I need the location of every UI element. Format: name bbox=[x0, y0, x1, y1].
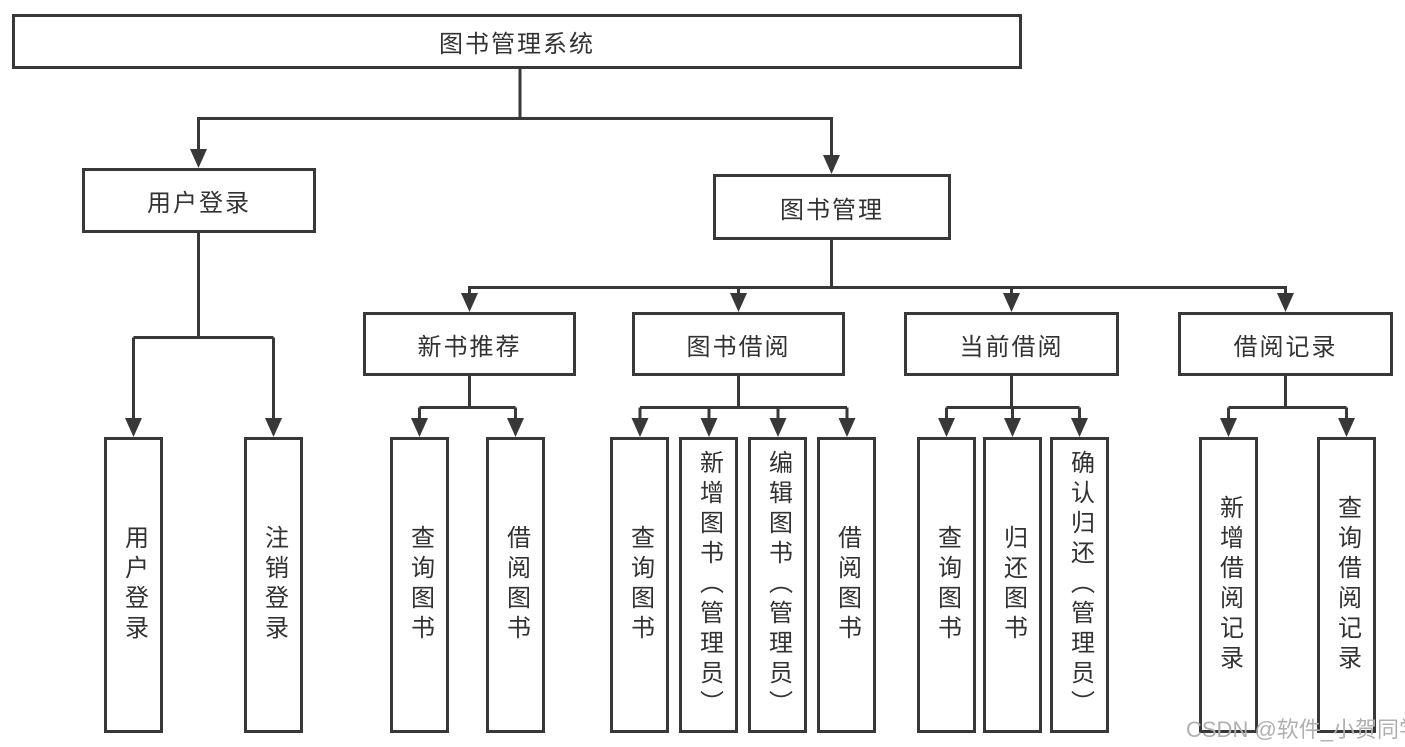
connector-user-login-subtree bbox=[125, 233, 282, 437]
leaf-query-books-1-label: 查询图书 bbox=[406, 525, 434, 645]
node-user-login-label: 用户登录 bbox=[147, 190, 251, 217]
connector-book-management-to-level3 bbox=[461, 240, 1294, 312]
arrowhead bbox=[730, 293, 747, 312]
arrowhead bbox=[411, 418, 428, 437]
node-new-book-recommend: 新书推荐 bbox=[363, 312, 576, 376]
leaf-query-books-3-label: 查询图书 bbox=[933, 525, 961, 645]
leaf-add-borrow-record-label: 新增借阅记录 bbox=[1215, 495, 1243, 675]
arrowhead bbox=[1220, 418, 1237, 437]
node-book-borrow: 图书借阅 bbox=[632, 312, 845, 376]
leaf-borrow-books-1: 借阅图书 bbox=[486, 437, 545, 733]
node-current-borrow-label: 当前借阅 bbox=[959, 333, 1064, 361]
arrowhead bbox=[769, 418, 787, 437]
leaf-return-books-label: 归还图书 bbox=[999, 525, 1027, 645]
arrowhead bbox=[125, 418, 142, 437]
leaf-query-books-2-label: 查询图书 bbox=[626, 525, 654, 645]
node-book-borrow-label: 图书借阅 bbox=[686, 333, 791, 361]
node-user-login: 用户登录 bbox=[82, 168, 316, 233]
node-borrow-records: 借阅记录 bbox=[1178, 312, 1393, 376]
watermark: CSDN @软件_小贺同学 bbox=[1186, 717, 1405, 742]
leaf-query-books-2: 查询图书 bbox=[610, 437, 669, 733]
arrowhead bbox=[461, 293, 478, 312]
arrowhead bbox=[823, 155, 840, 174]
connector-book-borrow-subtree bbox=[631, 376, 856, 437]
arrowhead bbox=[838, 418, 856, 437]
arrowhead bbox=[1277, 293, 1294, 312]
connector-current-borrow-subtree bbox=[938, 376, 1088, 437]
leaf-user-login-label: 用户登录 bbox=[120, 525, 148, 645]
arrowhead bbox=[938, 418, 955, 437]
node-root: 图书管理系统 bbox=[12, 14, 1022, 69]
leaf-logout: 注销登录 bbox=[244, 437, 303, 733]
connector-root-to-level2 bbox=[190, 69, 840, 174]
arrowhead bbox=[265, 418, 282, 437]
arrowhead bbox=[190, 149, 207, 168]
node-root-label: 图书管理系统 bbox=[439, 31, 595, 58]
leaf-edit-books-admin: 编辑图书（管理员） bbox=[748, 437, 807, 733]
node-borrow-records-label: 借阅记录 bbox=[1233, 333, 1338, 361]
leaf-add-books-admin-label: 新增图书（管理员） bbox=[695, 450, 723, 720]
leaf-add-borrow-record: 新增借阅记录 bbox=[1199, 437, 1258, 733]
leaf-borrow-books-1-label: 借阅图书 bbox=[502, 525, 530, 645]
node-current-borrow: 当前借阅 bbox=[904, 312, 1119, 376]
leaf-borrow-books-2: 借阅图书 bbox=[817, 437, 876, 733]
node-new-book-recommend-label: 新书推荐 bbox=[417, 333, 522, 361]
arrowhead bbox=[507, 418, 524, 437]
arrowhead bbox=[1004, 418, 1021, 437]
leaf-user-login: 用户登录 bbox=[104, 437, 163, 733]
connector-new-book-recommend-subtree bbox=[411, 376, 524, 437]
leaf-edit-books-admin-label: 编辑图书（管理员） bbox=[764, 450, 792, 720]
leaf-add-books-admin: 新增图书（管理员） bbox=[679, 437, 738, 733]
arrowhead bbox=[1003, 293, 1020, 312]
leaf-confirm-return-admin: 确认归还（管理员） bbox=[1050, 437, 1109, 733]
arrowhead bbox=[700, 418, 718, 437]
leaf-query-borrow-record-label: 查询借阅记录 bbox=[1333, 495, 1361, 675]
leaf-query-books-3: 查询图书 bbox=[917, 437, 976, 733]
leaf-query-borrow-record: 查询借阅记录 bbox=[1317, 437, 1376, 733]
leaf-borrow-books-2-label: 借阅图书 bbox=[833, 525, 861, 645]
arrowhead bbox=[1071, 418, 1088, 437]
connector-borrow-records-subtree bbox=[1220, 376, 1355, 437]
leaf-query-books-1: 查询图书 bbox=[390, 437, 449, 733]
leaf-return-books: 归还图书 bbox=[983, 437, 1042, 733]
arrowhead bbox=[631, 418, 649, 437]
leaf-logout-label: 注销登录 bbox=[260, 525, 288, 645]
node-book-management: 图书管理 bbox=[713, 174, 951, 240]
arrowhead bbox=[1338, 418, 1355, 437]
node-book-management-label: 图书管理 bbox=[780, 196, 884, 224]
leaf-confirm-return-admin-label: 确认归还（管理员） bbox=[1066, 450, 1094, 720]
